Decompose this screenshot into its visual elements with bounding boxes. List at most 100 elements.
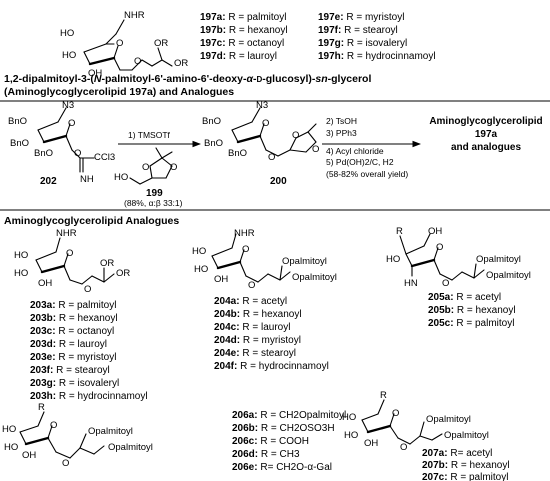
svg-text:197h: R = hydrocinnamoyl: 197h: R = hydrocinnamoyl: [318, 51, 436, 62]
reaction-arrow-1: 1) TMSOTf: [118, 130, 202, 148]
ring-o-label-200: O: [262, 118, 269, 129]
ho-label-206b: HO: [4, 442, 18, 453]
o-label-204: O: [248, 280, 255, 291]
n3-label-200: N3: [256, 100, 268, 111]
cmpd-202-label: 202: [40, 176, 57, 187]
opal-label-207b: Opalmitoyl: [444, 430, 489, 441]
bno-label: BnO: [8, 116, 27, 127]
svg-text:206d: R = CH3: 206d: R = CH3: [232, 449, 300, 460]
series-203-list: 203a: R = palmitoyl 203b: R = hexanoyl 2…: [30, 300, 148, 402]
ccl3-label: CCl3: [94, 152, 115, 163]
structure-205: OH R HO HN O O Opalmitoyl Opalmitoyl: [386, 226, 531, 289]
o-label-200c: O: [312, 144, 319, 155]
svg-text:203b: R = hexanoyl: 203b: R = hexanoyl: [30, 313, 118, 324]
ho-label-199: HO: [114, 172, 128, 183]
ho-label-203b: HO: [14, 268, 28, 279]
nh-label: NH: [80, 174, 94, 185]
o-label-207: O: [400, 442, 407, 453]
ho-label-203a: HO: [14, 250, 28, 261]
structure-202: N3 BnO BnO BnO O O CCl3 NH 202: [8, 100, 115, 187]
svg-text:203c: R = octanoyl: 203c: R = octanoyl: [30, 326, 114, 337]
ho-label-204a: HO: [192, 246, 206, 257]
svg-text:206c: R = COOH: 206c: R = COOH: [232, 436, 309, 447]
ring-o-label-204: O: [242, 244, 249, 255]
ring-o-label-203: O: [66, 248, 73, 259]
r-label-206: R: [38, 402, 45, 413]
svg-text:204a: R = acetyl: 204a: R = acetyl: [214, 296, 287, 307]
svg-text:206e: R= CH2O-α-Gal: 206e: R= CH2O-α-Gal: [232, 462, 332, 473]
hn-label-205: HN: [404, 278, 418, 289]
svg-text:205b: R = hexanoyl: 205b: R = hexanoyl: [428, 305, 516, 316]
svg-text:207c: R = palmitoyl: 207c: R = palmitoyl: [422, 472, 508, 481]
opal-label-204b: Opalmitoyl: [292, 272, 337, 283]
o-label-202: O: [74, 148, 81, 159]
svg-text:204c: R = lauroyl: 204c: R = lauroyl: [214, 322, 290, 333]
oh-label-205a: OH: [428, 226, 442, 237]
o-label-200b: O: [292, 130, 299, 141]
opal-label-207a: Opalmitoyl: [426, 414, 471, 425]
or-label-203b: OR: [116, 268, 130, 279]
opal-label-206a: Opalmitoyl: [88, 426, 133, 437]
oh-label-207: OH: [364, 438, 378, 449]
step-2-label: 2) TsOH: [326, 116, 357, 126]
svg-text:203d: R = lauroyl: 203d: R = lauroyl: [30, 339, 107, 350]
svg-text:197d: R = lauroyl: 197d: R = lauroyl: [200, 51, 277, 62]
svg-text:204d: R = myristoyl: 204d: R = myristoyl: [214, 335, 301, 346]
oh-label-203: OH: [38, 278, 52, 289]
or-label-203a: OR: [100, 258, 114, 269]
svg-text:204e: R = stearoyl: 204e: R = stearoyl: [214, 348, 296, 359]
ring-o-label-202: O: [68, 118, 75, 129]
svg-text:197a: 197a: [475, 129, 498, 140]
svg-text:205c: R = palmitoyl: 205c: R = palmitoyl: [428, 318, 514, 329]
svg-text:197g: R = isovaleryl: 197g: R = isovaleryl: [318, 38, 407, 49]
svg-text:203e: R = myristoyl: 203e: R = myristoyl: [30, 352, 116, 363]
step-3-label: 3) PPh3: [326, 128, 357, 138]
svg-text:203h: R = hydrocinnamoyl: 203h: R = hydrocinnamoyl: [30, 391, 148, 402]
cmpd-200-label: 200: [270, 176, 287, 187]
product-label: Aminoglycoglycerolipid 197a and analogue…: [429, 116, 542, 153]
r-label-207: R: [380, 390, 387, 401]
bno-label-200b: BnO: [204, 138, 223, 149]
svg-text:206b: R = CH2OSO3H: 206b: R = CH2OSO3H: [232, 423, 335, 434]
ho-label-204b: HO: [194, 264, 208, 275]
structure-207: R HO HO OH O O Opalmitoyl Opalmitoyl: [342, 390, 489, 453]
ho-label-206a: HO: [2, 424, 16, 435]
ho-label: HO: [60, 28, 74, 39]
series-204-list: 204a: R = acetyl 204b: R = hexanoyl 204c…: [214, 296, 329, 372]
n3-label: N3: [62, 100, 74, 111]
cmpd-199-label: 199: [146, 188, 163, 199]
svg-text:204b: R = hexanoyl: 204b: R = hexanoyl: [214, 309, 302, 320]
svg-text:204f: R = hydrocinnamoyl: 204f: R = hydrocinnamoyl: [214, 361, 329, 372]
bno-label-2: BnO: [10, 138, 29, 149]
o-label-199a: O: [142, 162, 149, 173]
svg-text:197e: R = myristoyl: 197e: R = myristoyl: [318, 12, 404, 23]
svg-text:197b: R = hexanoyl: 197b: R = hexanoyl: [200, 25, 288, 36]
svg-text:197c: R = octanoyl: 197c: R = octanoyl: [200, 38, 284, 49]
svg-text:203f: R = stearoyl: 203f: R = stearoyl: [30, 365, 110, 376]
svg-text:and analogues: and analogues: [451, 142, 521, 153]
yield-2-label: (58-82% overall yield): [326, 169, 408, 179]
svg-text:Aminoglycoglycerolipid: Aminoglycoglycerolipid: [429, 116, 542, 127]
o-label-200: O: [268, 152, 275, 163]
svg-text:207a: R= acetyl: 207a: R= acetyl: [422, 448, 492, 459]
oh-label-206: OH: [22, 450, 36, 461]
structure-203: NHR HO HO OH O O OR OR: [14, 228, 130, 295]
oh-label: OH: [88, 68, 102, 79]
ring-o-label-207: O: [392, 408, 399, 419]
svg-text:206a: R = CH2Opalmitoyl: 206a: R = CH2Opalmitoyl: [232, 410, 346, 421]
ho-label-207a: HO: [342, 412, 356, 423]
ring-o-label-205: O: [436, 242, 443, 253]
series-207-list: 207a: R= acetyl 207b: R = hexanoyl 207c:…: [422, 448, 510, 481]
obn-label: BnO: [34, 148, 53, 159]
o-label-203: O: [84, 284, 91, 295]
structure-204: NHR HO HO OH O O Opalmitoyl Opalmitoyl: [192, 228, 337, 291]
opal-label-204a: Opalmitoyl: [282, 256, 327, 267]
obn-label-200: BnO: [228, 148, 247, 159]
or-label-2: OR: [174, 58, 188, 69]
title-line-2: (Aminoglycoglycerolipid 197a) and Analog…: [4, 86, 234, 98]
svg-text:203a: R = palmitoyl: 203a: R = palmitoyl: [30, 300, 116, 311]
ring-o-label-206: O: [50, 420, 57, 431]
yield-1-label: (88%, α:β 33:1): [124, 198, 183, 208]
ring-o-label: O: [116, 38, 123, 49]
ho-label-207b: HO: [344, 430, 358, 441]
